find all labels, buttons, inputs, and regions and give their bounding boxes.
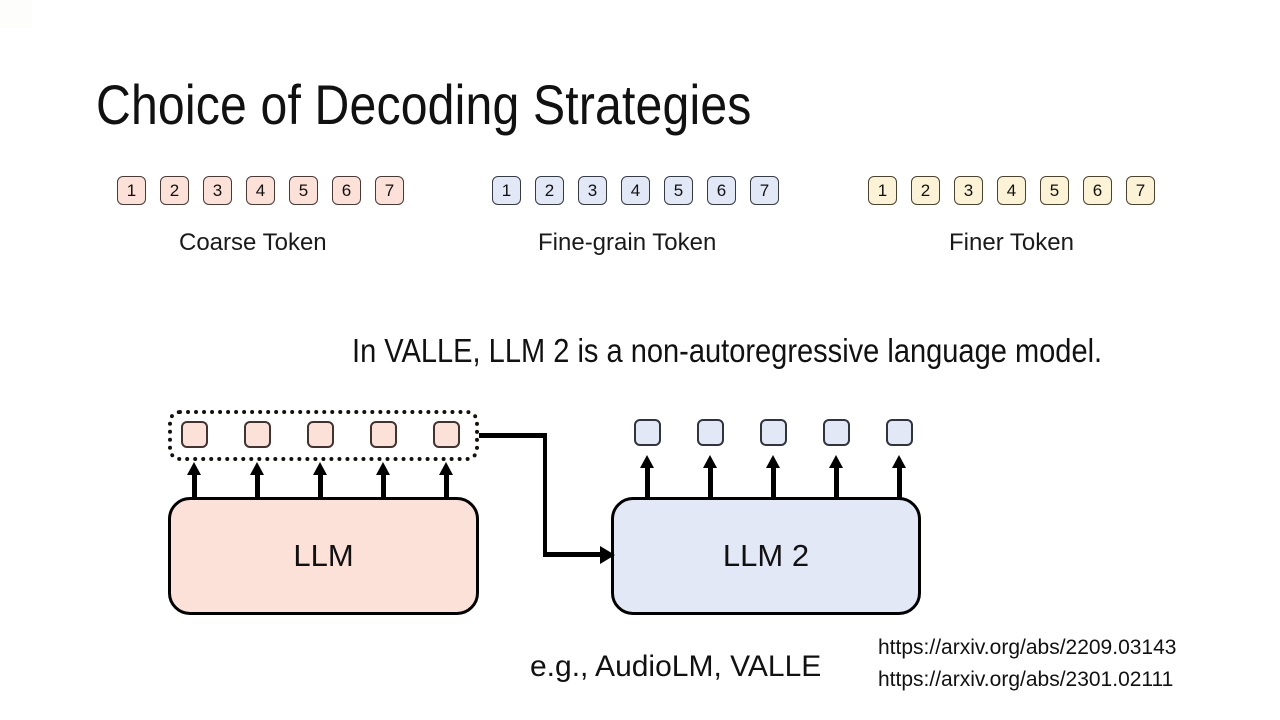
arrow-head-icon [438, 462, 453, 475]
arrow-head-icon [828, 455, 843, 468]
connector-arrowhead-icon [600, 545, 615, 564]
token-fine-grain-4[interactable]: 4 [621, 176, 650, 205]
token-coarse-3[interactable]: 3 [203, 176, 232, 205]
example-text: e.g., AudioLM, VALLE [530, 650, 822, 683]
llm1-output-token-2[interactable] [243, 421, 271, 448]
token-fine-grain-7[interactable]: 7 [750, 176, 779, 205]
llm2-output-token-1[interactable] [633, 419, 661, 446]
arrow-shaft [896, 466, 902, 500]
token-finer-6[interactable]: 6 [1083, 176, 1112, 205]
caption-text: In VALLE, LLM 2 is a non-autoregressive … [352, 332, 1103, 369]
arrow-shaft [644, 466, 650, 500]
token-finer-2[interactable]: 2 [911, 176, 940, 205]
token-fine-grain-2[interactable]: 2 [535, 176, 564, 205]
llm2-output-token-5[interactable] [885, 419, 913, 446]
arrow-shaft [317, 473, 323, 500]
token-fine-grain-6[interactable]: 6 [707, 176, 736, 205]
arrow-shaft [443, 473, 449, 500]
arrow-head-icon [702, 455, 717, 468]
reference-link-1[interactable]: https://arxiv.org/abs/2209.03143 [878, 636, 1177, 659]
arrow-shaft [191, 473, 197, 500]
llm1-output-token-3[interactable] [306, 421, 334, 448]
llm2-output-token-3[interactable] [759, 419, 787, 446]
grouped-output-boundary [168, 410, 479, 461]
page-title: Choice of Decoding Strategies [96, 73, 752, 136]
token-row-label-fine-grain: Fine-grain Token [538, 229, 717, 256]
token-row-label-coarse: Coarse Token [179, 229, 327, 256]
arrow-head-icon [312, 462, 327, 475]
arrow-head-icon [375, 462, 390, 475]
arrow-head-icon [186, 462, 201, 475]
connector-segment-horizontal-top [479, 433, 547, 438]
reference-links: https://arxiv.org/abs/2209.03143 https:/… [878, 632, 1176, 696]
arrow-shaft [833, 466, 839, 500]
llm1-box[interactable]: LLM [168, 497, 479, 615]
arrow-shaft [254, 473, 260, 500]
token-coarse-6[interactable]: 6 [332, 176, 361, 205]
llm2-box[interactable]: LLM 2 [611, 497, 921, 615]
token-coarse-1[interactable]: 1 [117, 176, 146, 205]
token-row-label-finer: Finer Token [949, 229, 1074, 256]
connector-segment-horizontal-bottom [542, 552, 605, 557]
token-finer-5[interactable]: 5 [1040, 176, 1069, 205]
token-fine-grain-1[interactable]: 1 [492, 176, 521, 205]
llm2-label: LLM 2 [722, 538, 810, 573]
token-coarse-7[interactable]: 7 [375, 176, 404, 205]
token-finer-4[interactable]: 4 [997, 176, 1026, 205]
arrow-shaft [380, 473, 386, 500]
llm1-output-token-4[interactable] [369, 421, 397, 448]
reference-link-2[interactable]: https://arxiv.org/abs/2301.02111 [878, 668, 1174, 691]
arrow-head-icon [765, 455, 780, 468]
token-finer-7[interactable]: 7 [1126, 176, 1155, 205]
arrow-shaft [770, 466, 776, 500]
arrow-shaft [707, 466, 713, 500]
token-finer-3[interactable]: 3 [954, 176, 983, 205]
llm1-output-token-1[interactable] [180, 421, 208, 448]
corner-tint [0, 0, 32, 28]
connector-segment-vertical [542, 433, 547, 554]
arrow-head-icon [891, 455, 906, 468]
token-coarse-2[interactable]: 2 [160, 176, 189, 205]
arrow-head-icon [249, 462, 264, 475]
llm1-label: LLM [293, 538, 354, 573]
llm2-output-token-2[interactable] [696, 419, 724, 446]
llm1-output-token-5[interactable] [432, 421, 460, 448]
token-coarse-4[interactable]: 4 [246, 176, 275, 205]
token-coarse-5[interactable]: 5 [289, 176, 318, 205]
arrow-head-icon [639, 455, 654, 468]
llm2-output-token-4[interactable] [822, 419, 850, 446]
token-fine-grain-5[interactable]: 5 [664, 176, 693, 205]
token-finer-1[interactable]: 1 [868, 176, 897, 205]
token-fine-grain-3[interactable]: 3 [578, 176, 607, 205]
